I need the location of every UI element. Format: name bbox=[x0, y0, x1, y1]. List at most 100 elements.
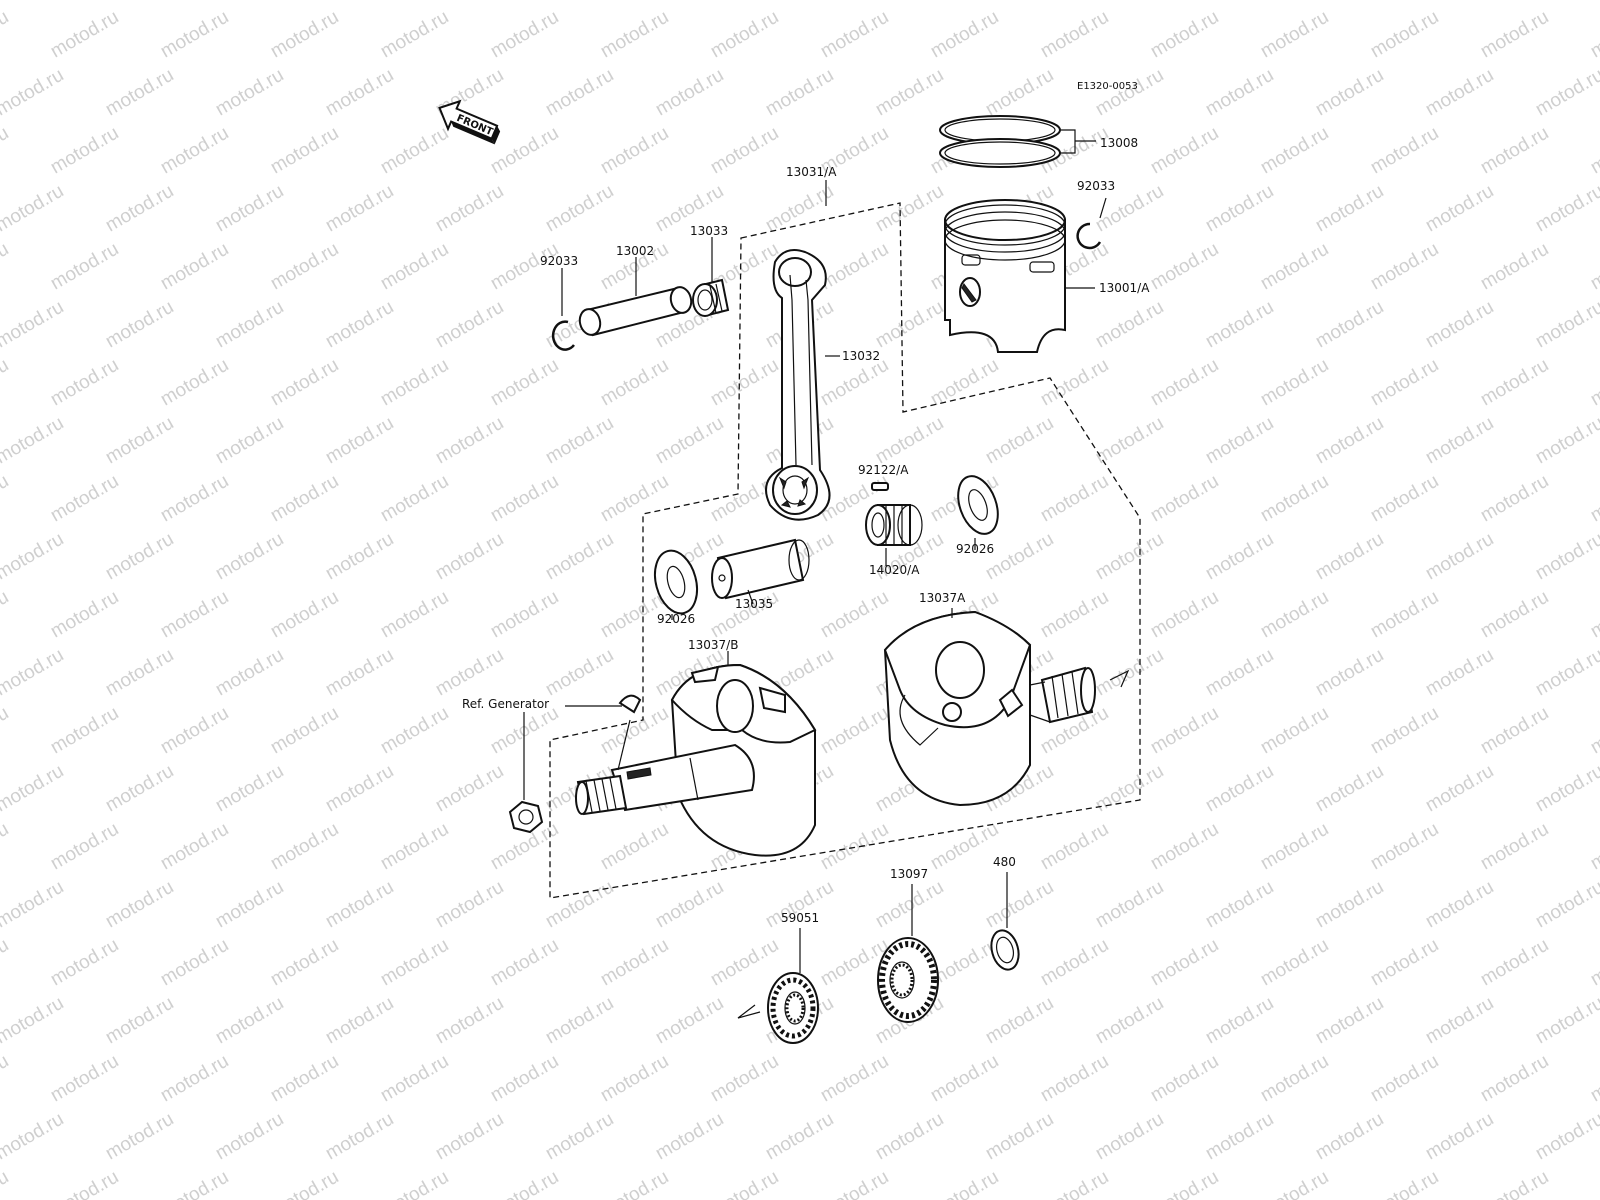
watermark-text: motod.ru bbox=[322, 413, 397, 469]
watermark-text: motod.ru bbox=[1422, 645, 1497, 701]
watermark-text: motod.ru bbox=[1312, 0, 1387, 4]
watermark-text: motod.ru bbox=[0, 123, 12, 179]
watermark-text: motod.ru bbox=[432, 181, 507, 237]
watermark-text: motod.ru bbox=[377, 703, 452, 759]
watermark-text: motod.ru bbox=[1422, 413, 1497, 469]
label-13002: 13002 bbox=[616, 244, 654, 258]
watermark-text: motod.ru bbox=[1477, 587, 1552, 643]
watermark-text: motod.ru bbox=[102, 65, 177, 121]
watermark-text: motod.ru bbox=[1312, 529, 1387, 585]
watermark-text: motod.ru bbox=[1587, 471, 1600, 527]
watermark-text: motod.ru bbox=[927, 7, 1002, 63]
crank-half-left bbox=[575, 651, 817, 857]
label-59051: 59051 bbox=[781, 911, 819, 925]
watermark-text: motod.ru bbox=[377, 7, 452, 63]
watermark-text: motod.ru bbox=[102, 297, 177, 353]
watermark-text: motod.ru bbox=[982, 877, 1057, 933]
watermark-text: motod.ru bbox=[0, 877, 67, 933]
watermark-text: motod.ru bbox=[1587, 1051, 1600, 1107]
watermark-text: motod.ru bbox=[542, 877, 617, 933]
watermark-text: motod.ru bbox=[1202, 181, 1277, 237]
label-92026-left: 92026 bbox=[657, 612, 695, 626]
watermark-text: motod.ru bbox=[597, 819, 672, 875]
crank-pin bbox=[711, 538, 810, 605]
watermark-text: motod.ru bbox=[1257, 587, 1332, 643]
watermark-text: motod.ru bbox=[1092, 0, 1167, 4]
watermark-text: motod.ru bbox=[487, 1167, 562, 1200]
watermark-text: motod.ru bbox=[0, 471, 12, 527]
watermark-text: motod.ru bbox=[487, 355, 562, 411]
watermark-text: motod.ru bbox=[102, 645, 177, 701]
watermark-text: motod.ru bbox=[102, 993, 177, 1049]
watermark-text: motod.ru bbox=[377, 819, 452, 875]
watermark-text: motod.ru bbox=[47, 819, 122, 875]
connecting-rod bbox=[765, 249, 840, 521]
watermark-text: motod.ru bbox=[157, 819, 232, 875]
watermark-text: motod.ru bbox=[1037, 7, 1112, 63]
watermark-text: motod.ru bbox=[817, 239, 892, 295]
watermark-text: motod.ru bbox=[1147, 471, 1222, 527]
watermark-text: motod.ru bbox=[0, 65, 67, 121]
watermark-text: motod.ru bbox=[982, 413, 1057, 469]
watermark-text: motod.ru bbox=[542, 413, 617, 469]
watermark-text: motod.ru bbox=[817, 355, 892, 411]
watermark-text: motod.ru bbox=[1202, 645, 1277, 701]
watermark-text: motod.ru bbox=[0, 181, 67, 237]
watermark-text: motod.ru bbox=[1092, 993, 1167, 1049]
watermark-text: motod.ru bbox=[1257, 471, 1332, 527]
woodruff-key bbox=[618, 694, 642, 714]
watermark-text: motod.ru bbox=[1367, 1051, 1442, 1107]
watermark-text: motod.ru bbox=[432, 297, 507, 353]
watermark-text: motod.ru bbox=[377, 355, 452, 411]
watermark-text: motod.ru bbox=[0, 1051, 12, 1107]
gear-13097 bbox=[877, 884, 939, 1023]
watermark-text: motod.ru bbox=[1147, 7, 1222, 63]
watermark-text: motod.ru bbox=[542, 993, 617, 1049]
watermark-text: motod.ru bbox=[817, 587, 892, 643]
watermark-text: motod.ru bbox=[1367, 355, 1442, 411]
watermark-text: motod.ru bbox=[817, 1167, 892, 1200]
watermark-text: motod.ru bbox=[1257, 239, 1332, 295]
watermark-text: motod.ru bbox=[707, 355, 782, 411]
watermark-text: motod.ru bbox=[927, 819, 1002, 875]
watermark-text: motod.ru bbox=[1257, 355, 1332, 411]
watermark-text: motod.ru bbox=[1477, 1051, 1552, 1107]
watermark-text: motod.ru bbox=[0, 297, 67, 353]
watermark-text: motod.ru bbox=[1587, 239, 1600, 295]
watermark-text: motod.ru bbox=[267, 935, 342, 991]
watermark-text: motod.ru bbox=[0, 993, 67, 1049]
watermark-text: motod.ru bbox=[1092, 65, 1167, 121]
watermark-text: motod.ru bbox=[597, 1167, 672, 1200]
key-leader bbox=[617, 719, 631, 771]
watermark-text: motod.ru bbox=[1257, 1167, 1332, 1200]
watermark-text: motod.ru bbox=[267, 471, 342, 527]
label-13001: 13001/A bbox=[1099, 281, 1150, 295]
watermark-text: motod.ru bbox=[1202, 297, 1277, 353]
watermark-text: motod.ru bbox=[1532, 993, 1600, 1049]
watermark-text: motod.ru bbox=[157, 1167, 232, 1200]
thrust-washer-right bbox=[957, 475, 999, 550]
watermark-text: motod.ru bbox=[982, 529, 1057, 585]
watermark-text: motod.ru bbox=[322, 0, 397, 4]
watermark-text: motod.ru bbox=[1587, 587, 1600, 643]
watermark-text: motod.ru bbox=[432, 761, 507, 817]
watermark-text: motod.ru bbox=[1147, 123, 1222, 179]
watermark-text: motod.ru bbox=[1202, 413, 1277, 469]
watermark-text: motod.ru bbox=[432, 877, 507, 933]
watermark-text: motod.ru bbox=[1202, 65, 1277, 121]
watermark-text: motod.ru bbox=[47, 587, 122, 643]
part-labels: 13008 92033 13001/A 13031/A 13033 13002 … bbox=[462, 136, 1150, 925]
watermark-text: motod.ru bbox=[1092, 297, 1167, 353]
watermark-text: motod.ru bbox=[377, 471, 452, 527]
label-ref-generator: Ref. Generator bbox=[462, 697, 549, 711]
watermark-text: motod.ru bbox=[1147, 1167, 1222, 1200]
watermark-text: motod.ru bbox=[157, 471, 232, 527]
watermark-text: motod.ru bbox=[0, 587, 12, 643]
watermark-text: motod.ru bbox=[927, 1167, 1002, 1200]
diagram-code: E1320-0053 bbox=[1077, 81, 1138, 92]
watermark-text: motod.ru bbox=[1202, 761, 1277, 817]
watermark-text: motod.ru bbox=[1092, 761, 1167, 817]
watermark-text: motod.ru bbox=[1202, 529, 1277, 585]
label-13037a: 13037A bbox=[919, 591, 966, 605]
